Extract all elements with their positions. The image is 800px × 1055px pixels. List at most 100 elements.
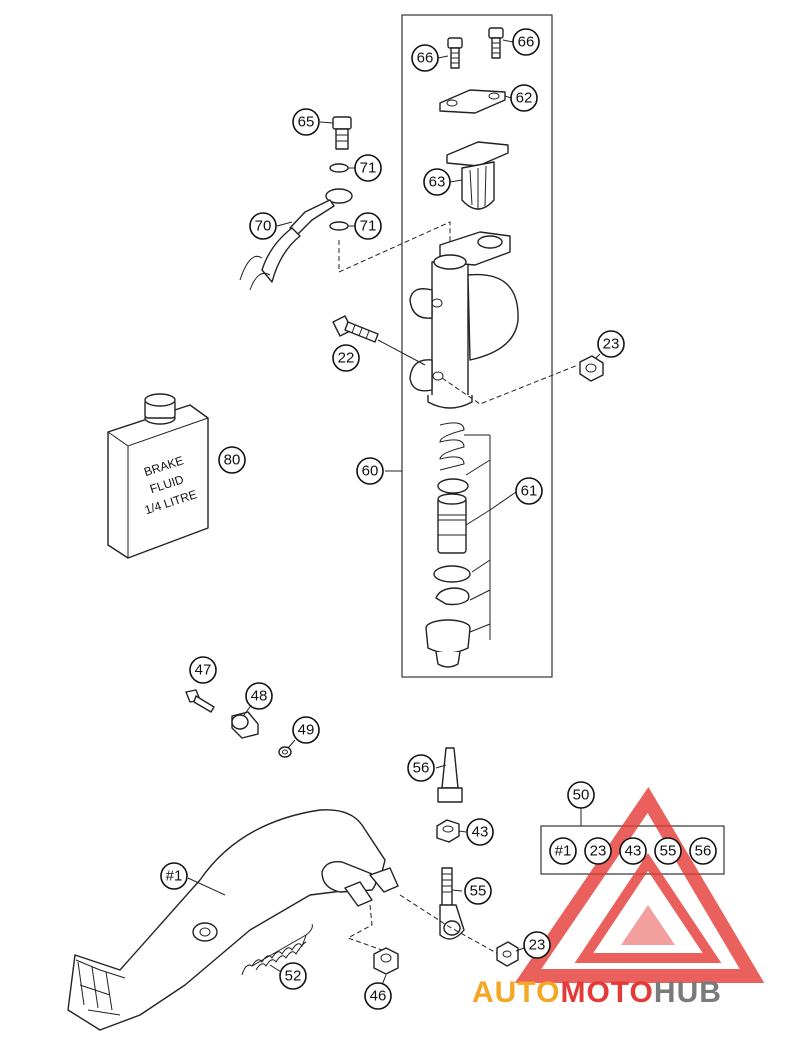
leader-23-bottom <box>515 947 525 952</box>
leader-56 <box>435 764 447 769</box>
screw-47 <box>185 689 215 713</box>
leader-62 <box>504 95 512 99</box>
svg-text:47: 47 <box>195 662 212 679</box>
callout-50: 50 <box>567 781 595 809</box>
rubber-boot <box>425 619 471 668</box>
callout-61-line <box>489 491 517 511</box>
svg-text:70: 70 <box>255 218 272 235</box>
callout-1: #1 <box>160 862 188 890</box>
svg-text:22: 22 <box>338 350 355 367</box>
spring <box>439 422 465 471</box>
bolt-22-line <box>377 339 426 366</box>
svg-text:71: 71 <box>360 160 377 177</box>
brake-pedal <box>67 809 399 1031</box>
watermark-triangle-outer <box>514 786 765 983</box>
svg-text:46: 46 <box>370 988 387 1005</box>
seal-ring-lower <box>433 565 471 583</box>
svg-text:55: 55 <box>470 883 487 900</box>
callout-48: 48 <box>245 682 273 710</box>
svg-text:63: 63 <box>429 174 446 191</box>
callout-56: 56 <box>407 754 435 782</box>
callout-47: 47 <box>189 656 217 684</box>
callout-23-bottom: 23 <box>523 931 551 959</box>
hose-connection-line <box>338 221 451 273</box>
watermark-text-auto: AUTO <box>472 976 560 1009</box>
callout-23-top: 23 <box>597 330 625 358</box>
svg-text:61: 61 <box>521 483 538 500</box>
svg-text:65: 65 <box>298 114 315 131</box>
svg-text:56: 56 <box>695 843 712 860</box>
clevis-bolt-line <box>399 894 501 956</box>
callout-61: 61 <box>515 477 543 505</box>
master-cylinder-body <box>409 231 519 409</box>
callout-46: 46 <box>364 982 392 1010</box>
washer-49 <box>278 746 292 758</box>
callout-66-right: 66 <box>512 28 540 56</box>
svg-text:43: 43 <box>472 824 489 841</box>
svg-text:62: 62 <box>516 90 533 107</box>
watermark-logo <box>514 786 765 983</box>
svg-text:43: 43 <box>625 843 642 860</box>
svg-text:#1: #1 <box>555 843 572 860</box>
callout-80: 80 <box>218 446 246 474</box>
svg-text:48: 48 <box>251 688 268 705</box>
washer-71-lower <box>329 221 349 231</box>
leader-63 <box>449 179 463 183</box>
callout-43: 43 <box>466 818 494 846</box>
kit-item-55: 55 <box>654 837 682 865</box>
pushrod-56 <box>437 747 463 803</box>
svg-text:56: 56 <box>413 760 430 777</box>
callout-62: 62 <box>510 84 538 112</box>
diaphragm-63 <box>446 141 509 210</box>
watermark-text-moto: MOTO <box>560 976 653 1009</box>
svg-text:50: 50 <box>573 787 590 804</box>
callout-22: 22 <box>332 344 360 372</box>
svg-text:49: 49 <box>298 722 315 739</box>
leader-1 <box>187 877 226 896</box>
callout-63: 63 <box>423 168 451 196</box>
kit-item-23: 23 <box>584 837 612 865</box>
screw-66-right <box>488 27 504 59</box>
kit-item-43: 43 <box>619 837 647 865</box>
svg-text:66: 66 <box>518 34 535 51</box>
watermark-triangle-letter <box>621 905 675 945</box>
callout-55: 55 <box>464 877 492 905</box>
svg-text:66: 66 <box>417 50 434 67</box>
kit-item-56: 56 <box>689 837 717 865</box>
leader-66-right <box>502 39 514 43</box>
leader-52 <box>269 964 282 973</box>
callout-65: 65 <box>292 108 320 136</box>
washer-71-upper <box>329 163 349 173</box>
watermark-text: AUTOMOTOHUB <box>472 976 722 1009</box>
svg-text:71: 71 <box>360 218 377 235</box>
brake-fluid-bottle-80: BRAKE FLUID 1/4 LITRE <box>107 393 209 559</box>
callout-60: 60 <box>356 457 384 485</box>
circlip <box>435 587 470 606</box>
kit-item-1: #1 <box>549 837 577 865</box>
leader-55 <box>451 889 463 892</box>
callout-66-left: 66 <box>411 44 439 72</box>
svg-text:#1: #1 <box>166 868 183 885</box>
banjo-bolt-65 <box>332 116 352 150</box>
bushing-48 <box>231 711 259 739</box>
callout-70: 70 <box>249 212 277 240</box>
leader-65 <box>319 121 334 124</box>
svg-text:55: 55 <box>660 843 677 860</box>
nut-46 <box>373 947 399 975</box>
svg-text:23: 23 <box>590 843 607 860</box>
seal-ring-upper <box>437 478 469 494</box>
brake-hose-70 <box>239 188 353 291</box>
leader-23-top <box>595 353 601 359</box>
svg-text:23: 23 <box>603 336 620 353</box>
svg-text:23: 23 <box>529 937 546 954</box>
nut-23-upper <box>579 355 604 382</box>
svg-text:80: 80 <box>224 452 241 469</box>
nut-23-upper-line <box>441 364 579 405</box>
nut-23-lower <box>496 941 519 967</box>
leader-70 <box>276 221 293 227</box>
svg-text:52: 52 <box>285 968 302 985</box>
master-cylinder-group-box <box>401 14 553 678</box>
piston <box>437 493 467 554</box>
piston-group-bracket <box>464 434 491 640</box>
